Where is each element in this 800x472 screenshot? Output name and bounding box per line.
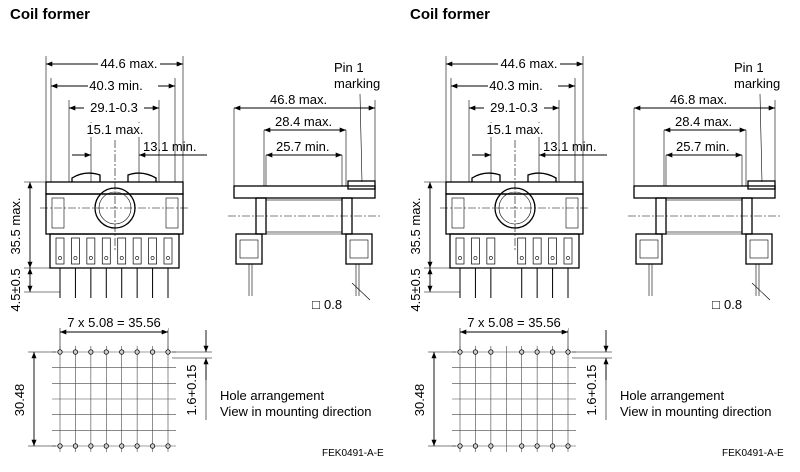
- dim-length-mid: 28.4 max.: [275, 114, 332, 129]
- dim-width-min: 40.3 min.: [489, 78, 542, 93]
- dim-pin-length: 4.5±0.5: [408, 268, 423, 311]
- pin-terminal: [132, 237, 142, 265]
- dim-inner: 15.1 max.: [486, 122, 543, 137]
- hole-caption-1: Hole arrangement: [620, 388, 724, 403]
- pin-solder-dot: [566, 256, 570, 260]
- pin-solder-dot: [150, 256, 155, 260]
- pin-solder-dot: [88, 256, 93, 260]
- pin-terminal: [86, 237, 96, 265]
- pin-solder-dot: [473, 256, 478, 260]
- pin-solder-dot: [550, 256, 555, 260]
- dim-slot: 29.1-0.3: [90, 100, 138, 115]
- hole-caption-2: View in mounting direction: [620, 404, 772, 419]
- figure-title: Coil former: [410, 6, 490, 23]
- dim-row-spacing: 30.48: [12, 384, 27, 417]
- pin-solder-dot: [58, 256, 62, 260]
- dim-length-mid: 28.4 max.: [675, 114, 732, 129]
- dim-offset: 1.6+0.15: [184, 365, 199, 416]
- pin-solder-dot: [519, 256, 524, 260]
- pin-terminal: [548, 237, 557, 265]
- pin-terminal: [163, 237, 173, 265]
- side-view: 46.8 max. 28.4 max. 25.7 min. Pin 1 mark…: [628, 60, 782, 312]
- pin-terminal: [55, 237, 65, 265]
- dim-height: 35.5 max.: [408, 197, 423, 254]
- hole-arrangement: 7 x 5.08 = 35.56 30.48 1.6+0.15 Hole arr…: [12, 315, 372, 452]
- pin-terminal: [148, 237, 157, 265]
- dim-length-max: 46.8 max.: [670, 92, 727, 107]
- drawing-code: FEK0491-A-E: [322, 448, 384, 459]
- pin-terminal: [532, 237, 542, 265]
- hole-caption-1: Hole arrangement: [220, 388, 324, 403]
- dim-length-min: 25.7 min.: [276, 139, 329, 154]
- pin-solder-dot: [119, 256, 124, 260]
- dim-width-min: 40.3 min.: [89, 78, 142, 93]
- pin-terminal: [517, 237, 527, 265]
- hole-caption-2: View in mounting direction: [220, 404, 372, 419]
- dim-flange: 13.1 min.: [543, 139, 596, 154]
- dim-height: 35.5 max.: [8, 197, 23, 254]
- pin-solder-dot: [166, 256, 170, 260]
- dim-length-max: 46.8 max.: [270, 92, 327, 107]
- pin-terminal: [486, 237, 496, 265]
- dim-slot: 29.1-0.3: [490, 100, 538, 115]
- dim-width-max: 44.6 max.: [500, 56, 557, 71]
- pin1-label-line2: marking: [334, 76, 380, 91]
- pin-terminal: [455, 237, 465, 265]
- front-view: 44.6 max. 40.3 min. 29.1-0.3 15.1 max. 1…: [8, 56, 207, 312]
- hole-arrangement: 7 x 5.08 = 35.56 30.48 1.6+0.15 Hole arr…: [412, 315, 772, 452]
- coil-former-drawing-left: Coil former 44.6 max. 40.3 min.: [8, 6, 384, 459]
- dim-inner: 15.1 max.: [86, 122, 143, 137]
- side-view: 46.8 max. 28.4 max. 25.7 min. Pin 1 mark…: [228, 60, 382, 312]
- pin1-label-line2: marking: [734, 76, 780, 91]
- dim-offset: 1.6+0.15: [584, 365, 599, 416]
- pin-terminal: [471, 237, 480, 265]
- dim-pin-length: 4.5±0.5: [8, 268, 23, 311]
- pin1-label-line1: Pin 1: [334, 60, 364, 75]
- dim-pin-square: 0.8: [724, 297, 742, 312]
- pin-terminal: [563, 237, 573, 265]
- pin-solder-dot: [458, 256, 462, 260]
- pin-terminal: [101, 237, 111, 265]
- dim-pitch: 7 x 5.08 = 35.56: [67, 315, 161, 330]
- pin-solder-dot: [535, 256, 540, 260]
- pin-terminal: [117, 237, 127, 265]
- pin-solder-dot: [488, 256, 493, 260]
- pin-terminal: [71, 237, 80, 265]
- dim-pin-square: 0.8: [324, 297, 342, 312]
- front-view: 44.6 max. 40.3 min. 29.1-0.3 15.1 max. 1…: [408, 56, 607, 312]
- dim-row-spacing: 30.48: [412, 384, 427, 417]
- dim-width-max: 44.6 max.: [100, 56, 157, 71]
- pin-square-symbol: □: [712, 297, 720, 312]
- drawing-code: FEK0491-A-E: [722, 448, 784, 459]
- pin-square-symbol: □: [312, 297, 320, 312]
- dim-length-min: 25.7 min.: [676, 139, 729, 154]
- pin-solder-dot: [104, 256, 109, 260]
- pin1-label-line1: Pin 1: [734, 60, 764, 75]
- coil-former-drawing-right: Coil former 44.6 max. 40.3 min.: [408, 6, 784, 459]
- dim-flange: 13.1 min.: [143, 139, 196, 154]
- pin-solder-dot: [73, 256, 78, 260]
- figure-title: Coil former: [10, 6, 90, 23]
- dim-pitch: 7 x 5.08 = 35.56: [467, 315, 561, 330]
- pin-solder-dot: [135, 256, 140, 260]
